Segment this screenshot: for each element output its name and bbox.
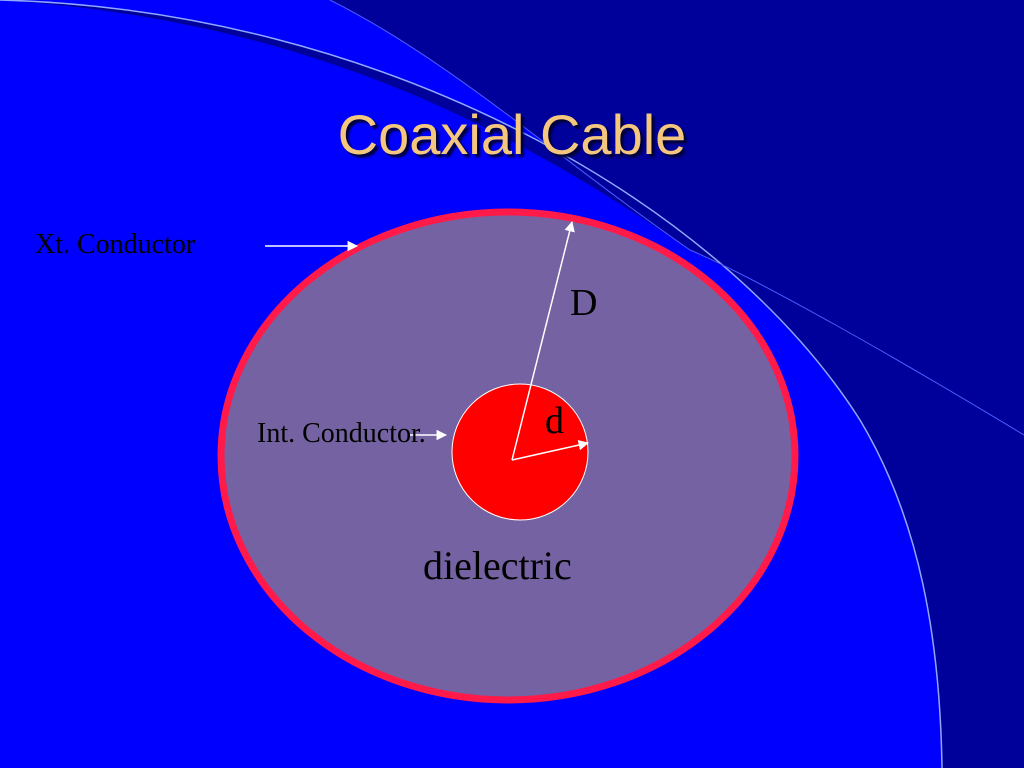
background-swoosh-top [330, 0, 1024, 435]
slide-title: Coaxial Cable [337, 103, 687, 166]
dielectric-label: dielectric [423, 543, 572, 588]
inner-conductor-circle [451, 383, 589, 521]
inner-diameter-label: d [545, 400, 564, 442]
outer-diameter-label: D [570, 282, 598, 324]
outer-radius-arrow [511, 220, 575, 461]
outer-conductor-label: Xt. Conductor [35, 229, 196, 260]
background-curve-line [0, 0, 943, 768]
inner-conductor-label: Int. Conductor. [257, 418, 426, 449]
background-curve-line-2 [329, 0, 1024, 436]
inner-radius-arrow [511, 439, 590, 461]
